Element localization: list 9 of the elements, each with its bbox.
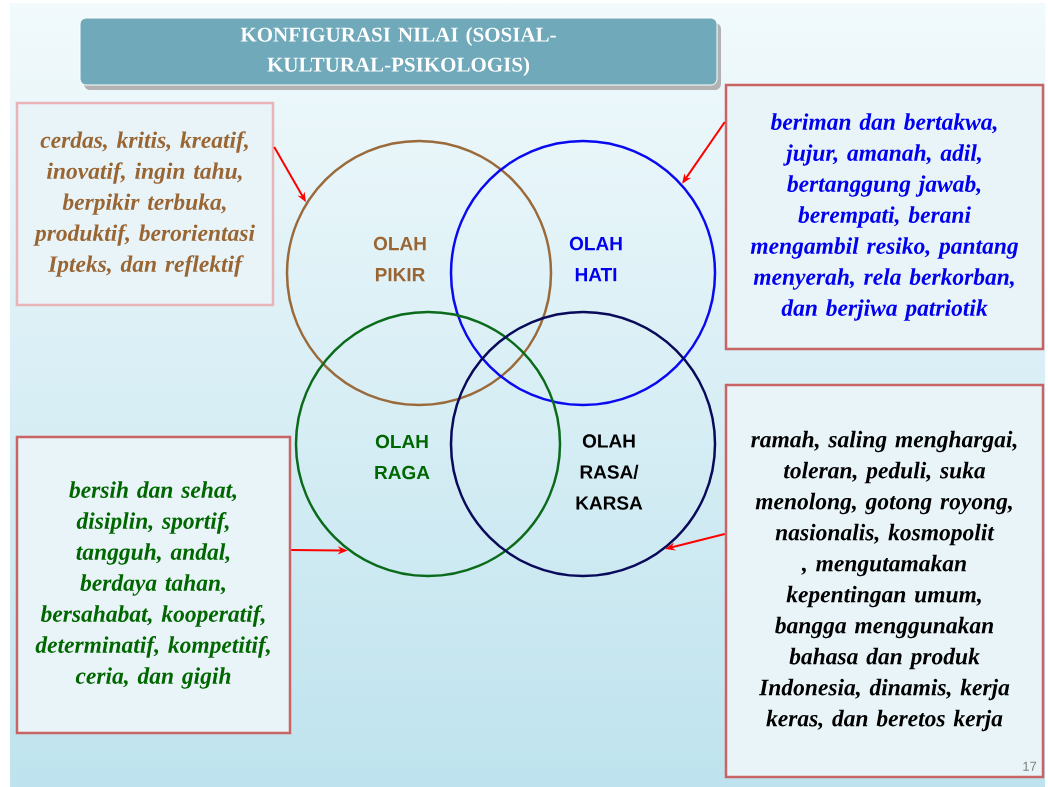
circle-label: OLAH RAGA xyxy=(375,434,430,480)
title-banner: KONFIGURASI NILAI (SOSIAL-KULTURAL-PSIKOLOGIS) xyxy=(79,17,721,90)
text-box: bersih dan sehat, disiplin, sportif, tangguh, andal, berdaya tahan, bersahabat, kooperatif, determinatif, kompetitif, ceria, dan gigih xyxy=(15,435,292,735)
circle-label: OLAH HATI xyxy=(569,236,622,282)
text-box: beriman dan bertakwa, jujur, amanah, adil, bertanggung jawab, berempati, berani mengambil resiko, pantang menyerah, rela berkorban, dan berjiwa patriotik xyxy=(724,83,1045,351)
circle-label: OLAH PIKIR xyxy=(373,236,426,282)
circle-label: OLAH RASA/ KARSA xyxy=(576,434,643,510)
page-number: 17 xyxy=(1023,761,1037,771)
text-box: cerdas, kritis, kreatif, inovatif, ingin tahu, berpikir terbuka, produktif, berorientasi Ipteks, dan reflektif xyxy=(15,101,275,307)
